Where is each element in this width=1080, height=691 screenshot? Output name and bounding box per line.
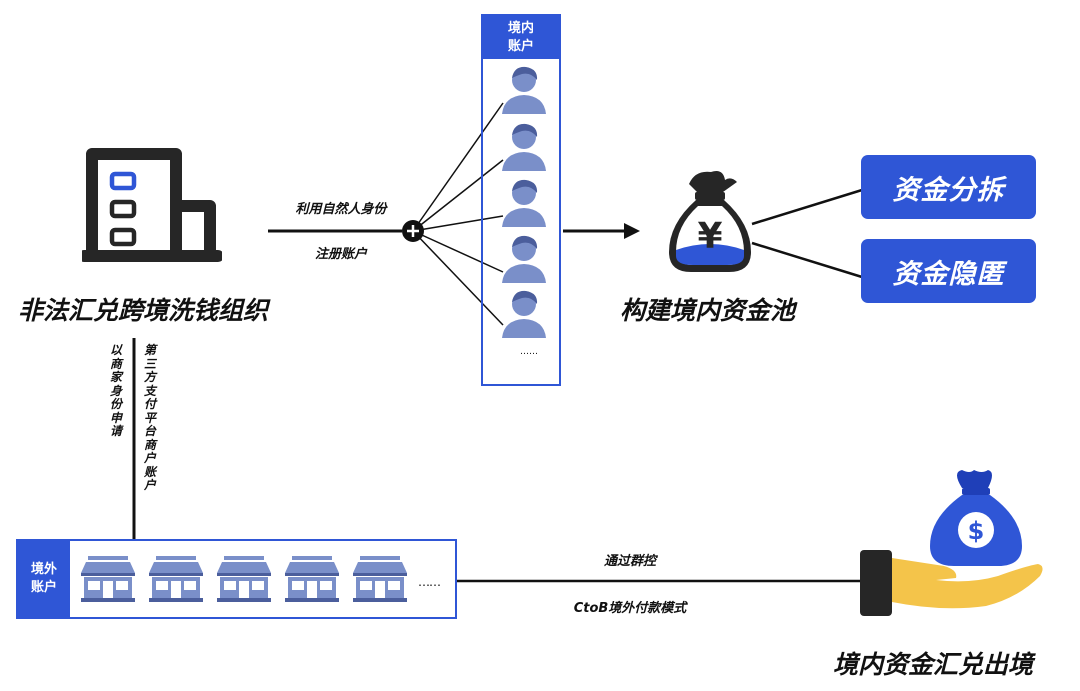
pool-to-split-line — [751, 188, 863, 226]
pool-title: 构建境内资金池 — [619, 296, 795, 325]
ctob-mode-label: CtoB境外付款模式 — [573, 601, 687, 616]
person-icon — [502, 123, 546, 171]
shop-icon — [285, 556, 339, 602]
shop-icon — [81, 556, 135, 602]
hand-money-icon: $ — [860, 470, 1043, 616]
overseas-accounts-header: 境外 账户 — [18, 541, 70, 617]
arrow-head-icon — [624, 223, 640, 239]
org-title: 非法汇兑跨境洗钱组织 — [18, 296, 269, 325]
person-icon-list — [502, 66, 546, 338]
domestic-more-dots: …… — [520, 347, 538, 357]
fan-out-lines — [412, 102, 504, 326]
group-control-label: 通过群控 — [603, 554, 656, 569]
third-party-merchant-label: 第三方支付平台商户账户 — [143, 343, 156, 492]
pool-to-hide-line — [751, 241, 863, 279]
shop-icon — [217, 556, 271, 602]
person-icon — [502, 66, 546, 114]
outflow-title: 境内资金汇兑出境 — [833, 650, 1034, 679]
merchant-apply-label: 以商家身份申请 — [109, 343, 122, 438]
person-icon — [502, 179, 546, 227]
person-icon — [502, 290, 546, 338]
shop-icon — [353, 556, 407, 602]
overseas-more-dots: …… — [418, 575, 441, 589]
domestic-accounts-panel: 境内 账户 — [481, 14, 561, 386]
shop-icon-row — [81, 556, 407, 602]
domestic-accounts-header: 境内 账户 — [483, 16, 559, 59]
svg-text:$: $ — [968, 517, 985, 545]
money-bag-icon: ¥ — [669, 171, 751, 272]
register-label-above: 利用自然人身份 — [295, 202, 387, 217]
person-icon — [502, 235, 546, 283]
shop-icon — [149, 556, 203, 602]
building-icon — [82, 148, 222, 262]
svg-text:¥: ¥ — [697, 216, 722, 257]
hide-funds-button[interactable]: 资金隐匿 — [861, 239, 1036, 303]
register-label-below: 注册账户 — [314, 247, 367, 262]
split-funds-button[interactable]: 资金分拆 — [861, 155, 1036, 219]
overseas-accounts-panel: 境外 账户 — [16, 539, 457, 619]
